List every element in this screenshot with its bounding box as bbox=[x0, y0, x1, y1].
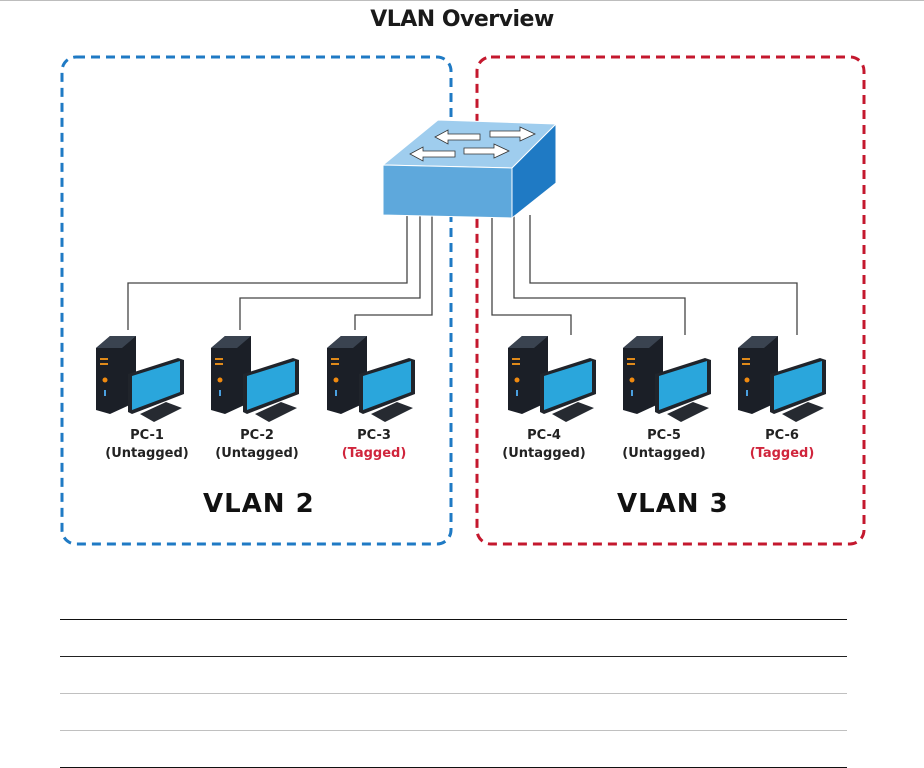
pc-label: PC-5 (Untagged) bbox=[604, 427, 724, 463]
vlan3-label: VLAN 3 bbox=[617, 489, 729, 519]
pc-name: PC-4 bbox=[527, 428, 561, 443]
cable-pc5 bbox=[513, 215, 686, 335]
pc-mode: (Untagged) bbox=[502, 446, 586, 461]
table-top-rule bbox=[60, 619, 847, 620]
desktop-computer-icon bbox=[508, 336, 596, 422]
pc-label: PC-6 (Tagged) bbox=[722, 427, 842, 463]
pc-name: PC-1 bbox=[130, 428, 164, 443]
pc-name: PC-3 bbox=[357, 428, 391, 443]
table-header-rule bbox=[60, 656, 847, 657]
table-row-divider bbox=[60, 693, 847, 694]
desktop-computer-icon bbox=[211, 336, 299, 422]
cable-pc2 bbox=[239, 215, 421, 330]
pc-mode-tagged: (Tagged) bbox=[749, 446, 815, 461]
cables bbox=[127, 215, 798, 335]
cable-pc3 bbox=[354, 215, 433, 330]
pc-label: PC-2 (Untagged) bbox=[197, 427, 317, 463]
pc-mode: (Untagged) bbox=[105, 446, 189, 461]
cable-pc6 bbox=[529, 215, 798, 335]
vlan3-boundary bbox=[475, 55, 866, 546]
pc-name: PC-5 bbox=[647, 428, 681, 443]
desktop-computer-icon bbox=[96, 336, 184, 422]
vlan2-label: VLAN 2 bbox=[203, 489, 315, 519]
pc-label: PC-1 (Untagged) bbox=[87, 427, 207, 463]
table-row-divider bbox=[60, 730, 847, 731]
pc-mode-tagged: (Tagged) bbox=[341, 446, 407, 461]
network-switch-icon bbox=[381, 119, 558, 220]
diagram-title: VLAN Overview bbox=[370, 7, 554, 32]
vlan2-boundary bbox=[60, 55, 453, 546]
desktop-computer-icon bbox=[327, 336, 415, 422]
pc-label: PC-4 (Untagged) bbox=[484, 427, 604, 463]
cable-pc1 bbox=[127, 215, 408, 330]
desktop-computer-icon bbox=[738, 336, 826, 422]
top-divider bbox=[0, 0, 924, 1]
pc-mode: (Untagged) bbox=[215, 446, 299, 461]
pc-name: PC-6 bbox=[765, 428, 799, 443]
desktop-computer-icon bbox=[623, 336, 711, 422]
cable-pc4 bbox=[491, 215, 572, 335]
pc-name: PC-2 bbox=[240, 428, 274, 443]
pc-label: PC-3 (Tagged) bbox=[314, 427, 434, 463]
pc-mode: (Untagged) bbox=[622, 446, 706, 461]
